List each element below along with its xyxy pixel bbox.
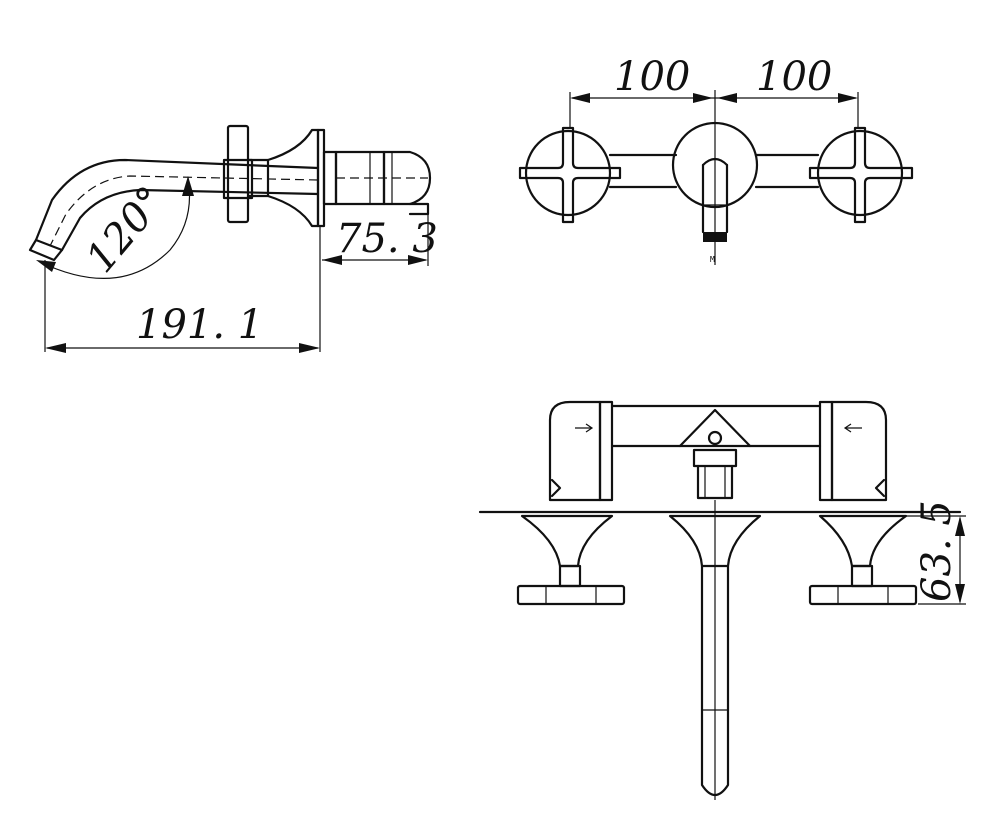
marking-label: M: [710, 255, 715, 264]
dimension-spout-angle: 120°: [36, 176, 194, 281]
right-cross-handle: [808, 126, 914, 224]
left-cross-handle: [518, 126, 622, 224]
spout-depth-label: 75. 3: [336, 216, 438, 262]
dimension-handle-spacing: 100 100: [569, 54, 859, 128]
valve-height-label: 63. 5: [914, 500, 960, 602]
dimension-valve-height: 63. 5: [906, 500, 966, 605]
right-spacing-label: 100: [756, 54, 832, 100]
dimension-spout-depth: 75. 3: [322, 214, 438, 266]
side-view: [28, 124, 432, 262]
front-view: M: [518, 90, 914, 265]
dimension-spout-length: 191. 1: [44, 226, 321, 353]
spout-angle-label: 120°: [77, 178, 174, 281]
plan-view: [478, 400, 962, 800]
left-spacing-label: 100: [614, 54, 690, 100]
spout-length-label: 191. 1: [136, 302, 263, 348]
